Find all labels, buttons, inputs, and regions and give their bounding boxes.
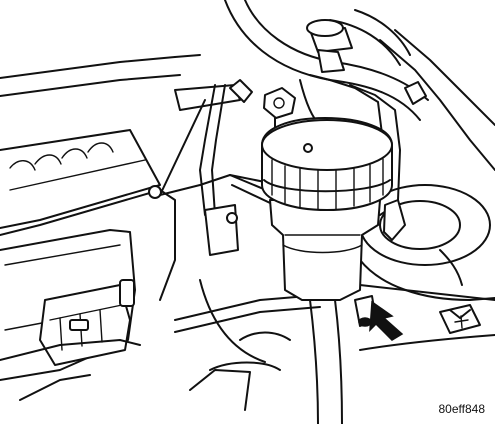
mounting-bolt (263, 87, 296, 131)
fluid-reservoir (269, 199, 406, 301)
reservoir-cap (261, 117, 393, 211)
reservoir-frame (299, 74, 401, 201)
hood-symbol-icon (439, 304, 481, 334)
callout-arrow-icon (369, 300, 404, 341)
figure-code: 80eff848 (438, 402, 486, 416)
electrical-connector (0, 279, 141, 401)
strut-tower (359, 184, 495, 351)
upper-hoses (224, 0, 429, 121)
hood-edge (0, 29, 495, 171)
lower-hoses (174, 279, 343, 424)
